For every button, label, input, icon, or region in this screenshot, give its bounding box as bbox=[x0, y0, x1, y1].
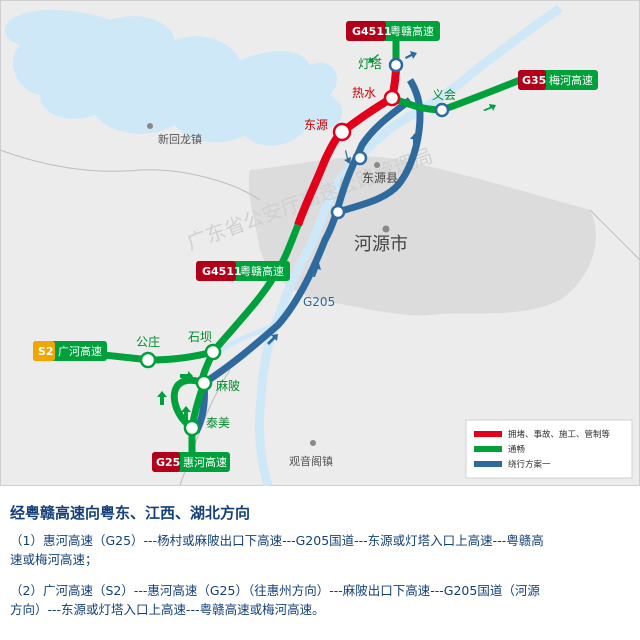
node-junction-a bbox=[352, 150, 368, 166]
arrow-icon bbox=[181, 406, 191, 420]
label-heyuan-city: 河源市 bbox=[354, 234, 408, 255]
legend-label: 通畅 bbox=[508, 444, 526, 455]
node-dengta bbox=[388, 57, 404, 73]
legend-swatch-blue bbox=[474, 461, 502, 467]
county-dot bbox=[374, 162, 380, 168]
route-map: 广东省公安厅高速公路管理局 bbox=[0, 0, 640, 486]
shield-code: G4511 bbox=[352, 25, 392, 38]
shield-code: S2 bbox=[38, 345, 54, 358]
label-dongyuan-county: 东源县 bbox=[362, 171, 398, 185]
shield-g35: G35 梅河高速 bbox=[518, 70, 598, 90]
shield-code: G25 bbox=[156, 456, 180, 469]
legend-swatch-red bbox=[474, 431, 502, 437]
shield-name: 广河高速 bbox=[58, 344, 102, 358]
node-junction-b bbox=[330, 204, 346, 220]
town-dot bbox=[310, 440, 316, 446]
node-gongzhuang bbox=[139, 351, 157, 369]
shield-name: 惠河高速 bbox=[183, 455, 227, 469]
node-maling bbox=[195, 374, 213, 392]
shield-g25: G25 惠河高速 bbox=[152, 452, 230, 472]
route-1-line-2: 速或梅河高速； bbox=[10, 552, 98, 567]
river bbox=[255, 4, 563, 486]
node-dongyuan bbox=[332, 122, 352, 142]
label-dongyuan: 东源 bbox=[304, 118, 328, 132]
label-guanyinge: 观音阁镇 bbox=[289, 454, 333, 468]
arrow-icon bbox=[405, 51, 417, 59]
label-yihui: 义会 bbox=[432, 88, 456, 102]
blue-arrows bbox=[267, 51, 420, 345]
shield-name: 粤赣高速 bbox=[240, 264, 284, 278]
shield-name: 粤赣高速 bbox=[390, 24, 434, 38]
reservoir bbox=[4, 9, 343, 146]
boundary-line bbox=[589, 209, 640, 261]
route-2-line-2: 方向）---东源或灯塔入口上高速---粤赣高速或梅河高速。 bbox=[10, 602, 325, 617]
legend-label: 拥堵、事故、施工、管制等 bbox=[508, 429, 611, 440]
label-dengta: 灯塔 bbox=[358, 57, 382, 71]
caption-title: 经粤赣高速向粤东、江西、湖北方向 bbox=[10, 504, 251, 522]
legend-swatch-green bbox=[474, 446, 502, 452]
arrow-icon bbox=[313, 263, 321, 277]
node-taimei bbox=[183, 419, 201, 437]
route-description: 经粤赣高速向粤东、江西、湖北方向 （1）惠河高速（G25）---杨村或麻陂出口下… bbox=[10, 502, 630, 619]
shield-g4511-top: G4511 粤赣高速 bbox=[346, 21, 440, 41]
node-shiba bbox=[204, 343, 222, 361]
town-dot bbox=[147, 123, 153, 129]
arrow-icon bbox=[368, 54, 379, 63]
shield-code: G4511 bbox=[202, 265, 242, 278]
city-dot bbox=[382, 225, 390, 233]
label-gongzhuang: 公庄 bbox=[136, 334, 160, 349]
arrow-icon bbox=[180, 371, 193, 381]
node-reshui bbox=[383, 89, 401, 107]
arrow-icon bbox=[410, 133, 420, 147]
label-taimei: 泰美 bbox=[206, 416, 230, 430]
shield-s2: S2 广河高速 bbox=[33, 341, 107, 361]
route-2-line-1: （2）广河高速（S2）---惠河高速（G25）（往惠州方向）---麻陂出口下高速… bbox=[10, 583, 540, 598]
label-reshui: 热水 bbox=[352, 86, 376, 100]
arrow-icon bbox=[267, 334, 278, 345]
shield-code: G35 bbox=[522, 74, 546, 87]
interchange-nodes bbox=[139, 57, 450, 437]
boundary-line bbox=[0, 149, 261, 201]
label-shiba: 石坝 bbox=[188, 330, 212, 344]
label-maling: 麻陂 bbox=[216, 378, 240, 393]
shield-name: 梅河高速 bbox=[549, 73, 593, 87]
route-1-line-1: （1）惠河高速（G25）---杨村或麻陂出口下高速---G205国道---东源或… bbox=[10, 533, 544, 548]
legend: 拥堵、事故、施工、管制等 通畅 绕行方案一 bbox=[465, 419, 633, 479]
arrow-icon bbox=[157, 391, 167, 405]
label-xinhuilong: 新回龙镇 bbox=[158, 132, 202, 146]
arrow-icon bbox=[483, 104, 496, 111]
node-yihui bbox=[434, 102, 450, 118]
detour-connector bbox=[336, 78, 424, 216]
legend-label: 绕行方案一 bbox=[508, 459, 551, 470]
label-g205: G205 bbox=[303, 295, 335, 309]
shield-g4511-mid: G4511 粤赣高速 bbox=[196, 261, 290, 281]
arrow-icon bbox=[344, 150, 351, 164]
green-arrows bbox=[157, 54, 496, 420]
